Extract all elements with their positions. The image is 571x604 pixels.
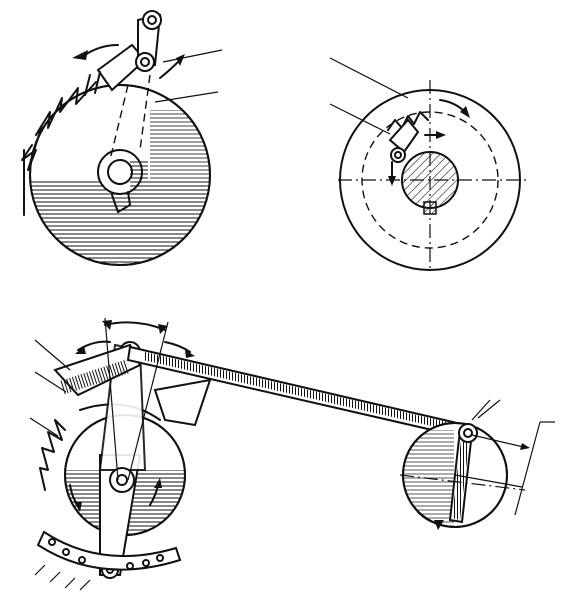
ground-segment-c bbox=[34, 530, 182, 591]
leader-line-c3 bbox=[29, 417, 59, 437]
leader-line-c1 bbox=[34, 339, 71, 371]
leader-line-c2 bbox=[34, 371, 67, 393]
leader-line-a2 bbox=[154, 91, 219, 103]
hub-a bbox=[97, 149, 148, 213]
leader-line-b1 bbox=[329, 57, 409, 99]
rotation-arrows-a bbox=[72, 44, 185, 79]
pawl-arm-a bbox=[84, 10, 162, 161]
crank-radius-dimension bbox=[454, 421, 555, 516]
internal-teeth-b bbox=[387, 111, 429, 131]
pawl-b bbox=[388, 118, 420, 163]
rotation-arrows-b bbox=[388, 99, 470, 186]
panel-external-ratchet bbox=[21, 10, 223, 266]
leader-line-a1 bbox=[162, 49, 223, 63]
pawl-c bbox=[53, 343, 212, 427]
panel-internal-ratchet bbox=[329, 57, 528, 272]
panel-linkage-drive bbox=[29, 317, 555, 591]
shaft-b bbox=[401, 151, 459, 215]
leader-line-b2 bbox=[329, 103, 391, 135]
swing-angle-c bbox=[75, 317, 195, 481]
